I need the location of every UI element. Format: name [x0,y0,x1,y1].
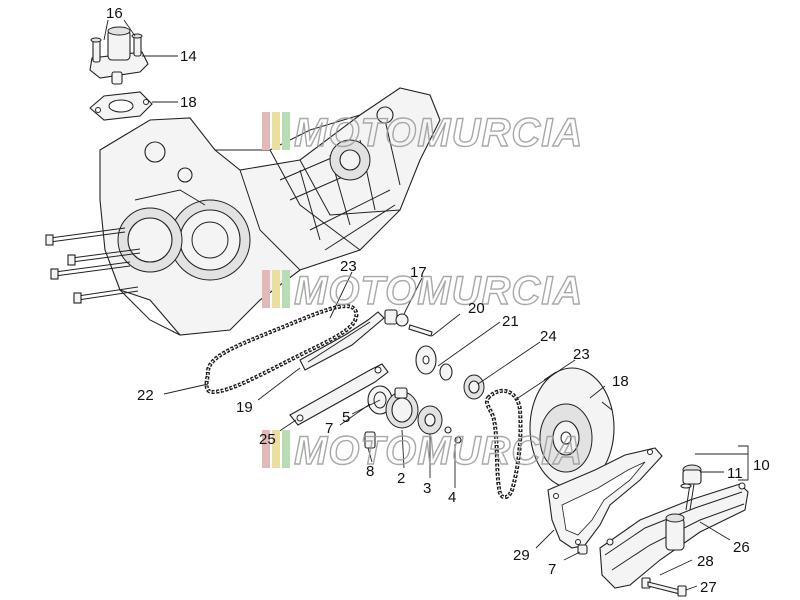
callout-14: 14 [180,48,197,65]
watermark-text: MOTOMURCIA [294,269,583,313]
callout-27: 27 [700,579,717,596]
watermark-top: MOTOMURCIA [262,110,583,156]
bolt-and-washers [384,309,485,400]
callout-8: 8 [366,463,374,480]
callout-16: 16 [106,5,123,22]
callout-29: 29 [513,547,530,564]
callout-2: 2 [397,470,405,487]
oil-filter-cover-assembly [89,26,149,85]
callout-22: 22 [137,387,154,404]
crankcase-studs [45,227,141,304]
drain-plug-and-bolt [577,544,687,597]
oil-sump [599,482,749,589]
oil-pump-gears [364,385,462,449]
pump-gasket [547,447,663,549]
callout-24: 24 [540,328,557,345]
callout-17: 17 [410,264,427,281]
callout-4: 4 [448,489,456,506]
pump-drive-chain [484,388,523,500]
callout-20: 20 [468,300,485,317]
callout-21: 21 [502,313,519,330]
cover-gasket [89,91,153,121]
callout-25: 25 [259,431,276,448]
callout-18-gasket: 18 [180,94,197,111]
pump-cover-plate [529,367,615,489]
callout-5: 5 [342,409,350,426]
callout-7-lower: 7 [548,561,556,578]
callout-11: 11 [727,465,743,482]
callout-28: 28 [697,553,714,570]
watermark-middle: MOTOMURCIA [262,268,583,314]
callout-23-lower: 23 [573,346,590,363]
callout-18-cover: 18 [612,373,629,390]
callout-labels: 16 14 18 23 17 20 21 24 23 18 22 19 25 7… [106,5,770,596]
watermark-text: MOTOMURCIA [294,429,583,473]
dipstick [680,464,702,511]
chain-guide-slider [299,311,385,371]
leader-lines [103,19,749,591]
crankcase [99,87,441,336]
drive-chain-left [204,304,359,395]
callout-26: 26 [733,539,750,556]
chain-tensioner-pad [289,363,389,426]
watermark-text: MOTOMURCIA [294,111,583,155]
callout-19: 19 [236,399,253,416]
callout-23-upper: 23 [340,258,357,275]
watermark-bottom: MOTOMURCIA [262,428,583,474]
callout-7-upper: 7 [325,420,333,437]
callout-3: 3 [423,480,431,497]
callout-10: 10 [753,457,770,474]
